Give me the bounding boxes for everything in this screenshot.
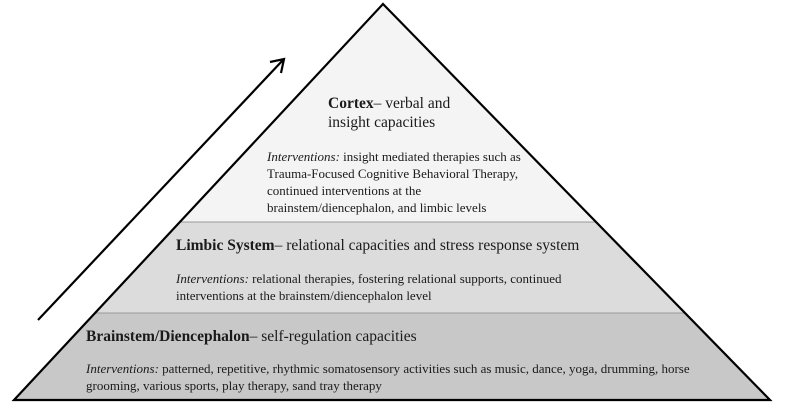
cortex-interventions-text: insight mediated therapies such as Traum… [267, 149, 521, 215]
limbic-capacity: – relational capacities and stress respo… [274, 237, 580, 254]
brainstem-interventions-label: Interventions: [86, 361, 159, 376]
cortex-heading: Cortex– verbal and insight capacities [328, 94, 478, 133]
limbic-heading: Limbic System– relational capacities and… [176, 236, 636, 255]
progression-arrow-shaft [37, 59, 284, 321]
brainstem-heading: Brainstem/Diencephalon– self-regulation … [86, 327, 506, 346]
tier-limbic-shape [95, 222, 685, 313]
cortex-name: Cortex [328, 95, 374, 112]
tier-brainstem-shape [14, 313, 770, 400]
cortex-capacity: – verbal and insight capacities [328, 95, 451, 132]
cortex-interventions-label: Interventions: [267, 149, 340, 164]
brainstem-interventions-text: patterned, repetitive, rhythmic somatose… [86, 361, 690, 393]
limbic-interventions-label: Interventions: [176, 271, 249, 286]
limbic-interventions-text: relational therapies, fostering relation… [176, 271, 562, 303]
tier-cortex-shape [179, 4, 597, 222]
limbic-name: Limbic System [176, 237, 275, 254]
cortex-interventions: Interventions: insight mediated therapie… [267, 149, 547, 217]
brainstem-name: Brainstem/Diencephalon [86, 328, 250, 345]
progression-arrow-head [269, 57, 286, 74]
brainstem-capacity: – self-regulation capacities [249, 328, 417, 345]
pyramid-outline [11, 2, 773, 402]
brainstem-interventions: Interventions: patterned, repetitive, rh… [86, 361, 716, 395]
limbic-interventions: Interventions: relational therapies, fos… [176, 271, 621, 305]
